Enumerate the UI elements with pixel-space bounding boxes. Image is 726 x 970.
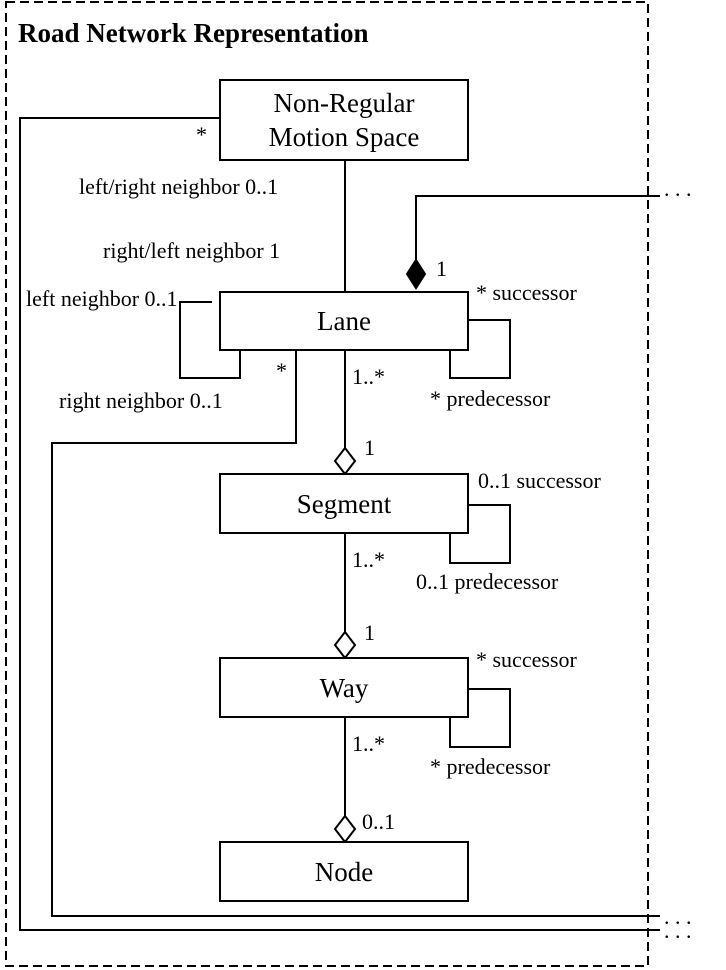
segment-successor-role: 0..1 successor xyxy=(478,468,601,493)
way-name: Way xyxy=(320,673,369,703)
lane-predecessor-role: * predecessor xyxy=(430,386,551,411)
segment-way-multiplicity: 1..* xyxy=(352,547,385,572)
segment-aggregation-diamond xyxy=(333,446,357,476)
lane-successor-loop xyxy=(449,319,511,379)
composition-diamond xyxy=(405,258,427,290)
nrms-name-line1: Non-Regular xyxy=(274,88,415,118)
right-left-neighbor-role: right/left neighbor 1 xyxy=(103,238,280,263)
way-segment-multiplicity: 1 xyxy=(364,620,375,645)
package-frame xyxy=(5,1,649,967)
way-successor-role: * successor xyxy=(476,647,577,672)
nrms-name-line2: Motion Space xyxy=(269,122,420,152)
ellipsis-bottom-upper: . . . xyxy=(664,904,692,929)
way-node-multiplicity: 1..* xyxy=(352,731,385,756)
class-lane: Lane xyxy=(219,291,469,351)
lane-neighbor-loop xyxy=(179,301,241,379)
nrms-multiplicity: * xyxy=(196,122,207,147)
way-successor-loop xyxy=(449,688,511,748)
segment-successor-loop xyxy=(449,504,511,564)
class-node: Node xyxy=(219,841,469,902)
lane-composition-multiplicity: 1 xyxy=(436,256,447,281)
class-non-regular-motion-space: Non-Regular Motion Space xyxy=(219,79,469,161)
nrms-external-connector xyxy=(19,117,660,931)
class-way: Way xyxy=(219,657,469,718)
package-title: Road Network Representation xyxy=(18,18,368,48)
segment-name: Segment xyxy=(297,489,392,519)
way-predecessor-role: * predecessor xyxy=(430,754,551,779)
node-aggregation-diamond xyxy=(333,814,357,844)
class-segment: Segment xyxy=(219,473,469,534)
left-right-neighbor-role: left/right neighbor 0..1 xyxy=(79,174,278,199)
lane-external-multiplicity: * xyxy=(276,358,287,383)
node-way-multiplicity: 0..1 xyxy=(362,809,395,834)
ellipsis-top: . . . xyxy=(664,176,692,201)
lane-segment-multiplicity: 1..* xyxy=(352,364,385,389)
left-neighbor-role: left neighbor 0..1 xyxy=(26,286,178,311)
right-neighbor-role: right neighbor 0..1 xyxy=(59,388,223,413)
node-name: Node xyxy=(315,857,373,887)
ellipsis-bottom-lower: . . . xyxy=(664,918,692,943)
way-aggregation-diamond xyxy=(333,630,357,660)
segment-lane-multiplicity: 1 xyxy=(364,435,375,460)
lane-name: Lane xyxy=(317,306,371,336)
segment-predecessor-role: 0..1 predecessor xyxy=(416,569,559,594)
lane-composition-connector xyxy=(415,195,660,288)
lane-external-connector xyxy=(51,350,660,917)
lane-successor-role: * successor xyxy=(476,280,577,305)
